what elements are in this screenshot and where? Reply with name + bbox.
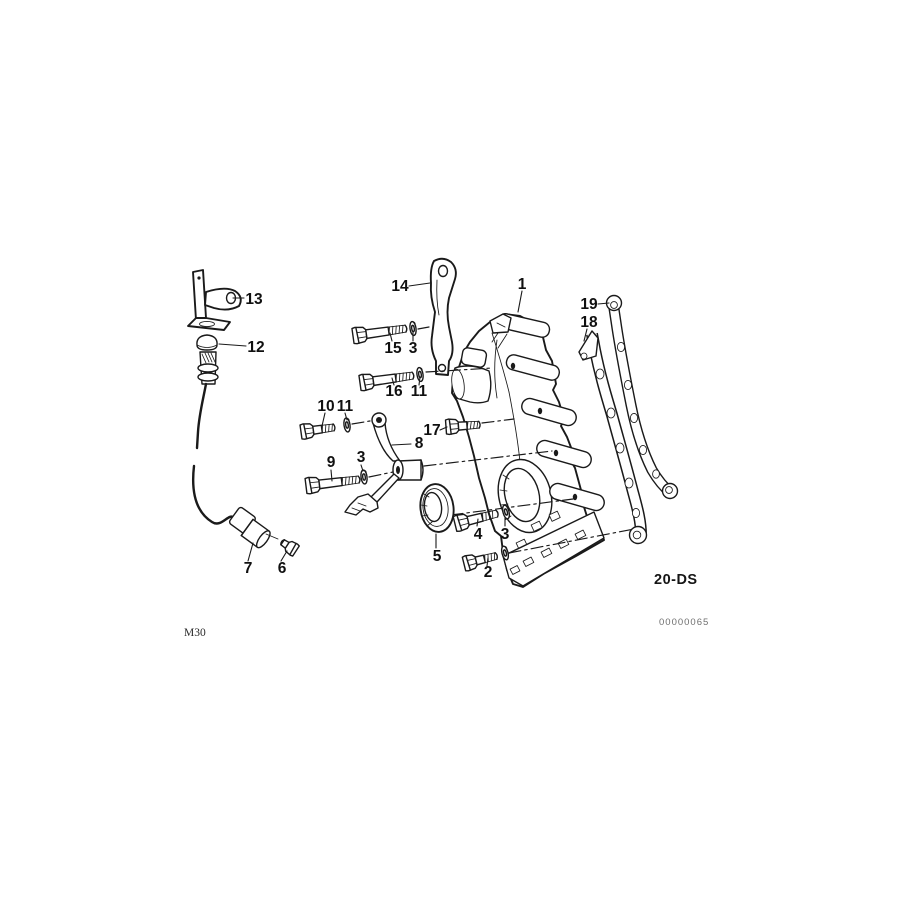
construction-line (351, 420, 371, 425)
construction-line (481, 418, 515, 424)
section-code-label: 20-DS (654, 572, 698, 588)
callout-part-3b[interactable]: 3 (357, 449, 366, 466)
construction-line (368, 471, 394, 478)
gasket-19 (605, 294, 679, 500)
leader-lines (218, 282, 610, 567)
callout-part-9[interactable]: 9 (327, 454, 336, 471)
shaft-seal-5 (419, 483, 455, 533)
bolt-2 (461, 547, 500, 573)
callout-part-18[interactable]: 18 (580, 314, 598, 331)
callout-part-15[interactable]: 15 (384, 340, 402, 357)
plug-12 (196, 334, 219, 385)
callout-part-14[interactable]: 14 (391, 278, 409, 295)
bolt-9 (304, 470, 362, 495)
callout-part-4[interactable]: 4 (474, 526, 483, 543)
bolt-10 (299, 418, 337, 441)
callout-part-2[interactable]: 2 (484, 564, 493, 581)
washer-3-of-9 (359, 468, 369, 486)
callout-part-3c[interactable]: 3 (501, 526, 510, 543)
construction-line (508, 528, 635, 554)
callout-part-16[interactable]: 16 (385, 383, 403, 400)
callout-part-1[interactable]: 1 (518, 276, 527, 293)
callout-part-10[interactable]: 10 (317, 398, 334, 415)
support-arm-8 (344, 412, 424, 516)
construction-line (425, 367, 493, 373)
gasket-18 (578, 330, 648, 545)
construction-lines (351, 326, 635, 554)
callout-part-8[interactable]: 8 (415, 435, 424, 452)
callout-part-17[interactable]: 17 (423, 422, 440, 439)
callout-part-12[interactable]: 12 (247, 339, 264, 356)
bolt-6 (277, 535, 301, 558)
callout-part-3a[interactable]: 3 (409, 340, 418, 357)
callout-part-13[interactable]: 13 (245, 291, 263, 308)
callout-part-19[interactable]: 19 (580, 296, 598, 313)
bracket-14 (429, 257, 457, 376)
callout-part-5[interactable]: 5 (433, 548, 442, 565)
engine-code-label: M30 (184, 627, 206, 639)
callout-part-7[interactable]: 7 (244, 560, 253, 577)
construction-line (423, 450, 553, 467)
callout-part-6[interactable]: 6 (278, 560, 287, 577)
construction-line (417, 326, 430, 330)
construction-line (450, 498, 574, 516)
bracket-13 (187, 269, 242, 331)
image-number-label: 00000065 (659, 617, 709, 628)
callout-part-11b[interactable]: 11 (411, 383, 428, 400)
pulse-sensor-7 (228, 506, 279, 549)
sensor-cable (192, 382, 235, 525)
callout-part-11a[interactable]: 11 (337, 398, 354, 415)
timing-case-cover (451, 313, 605, 588)
